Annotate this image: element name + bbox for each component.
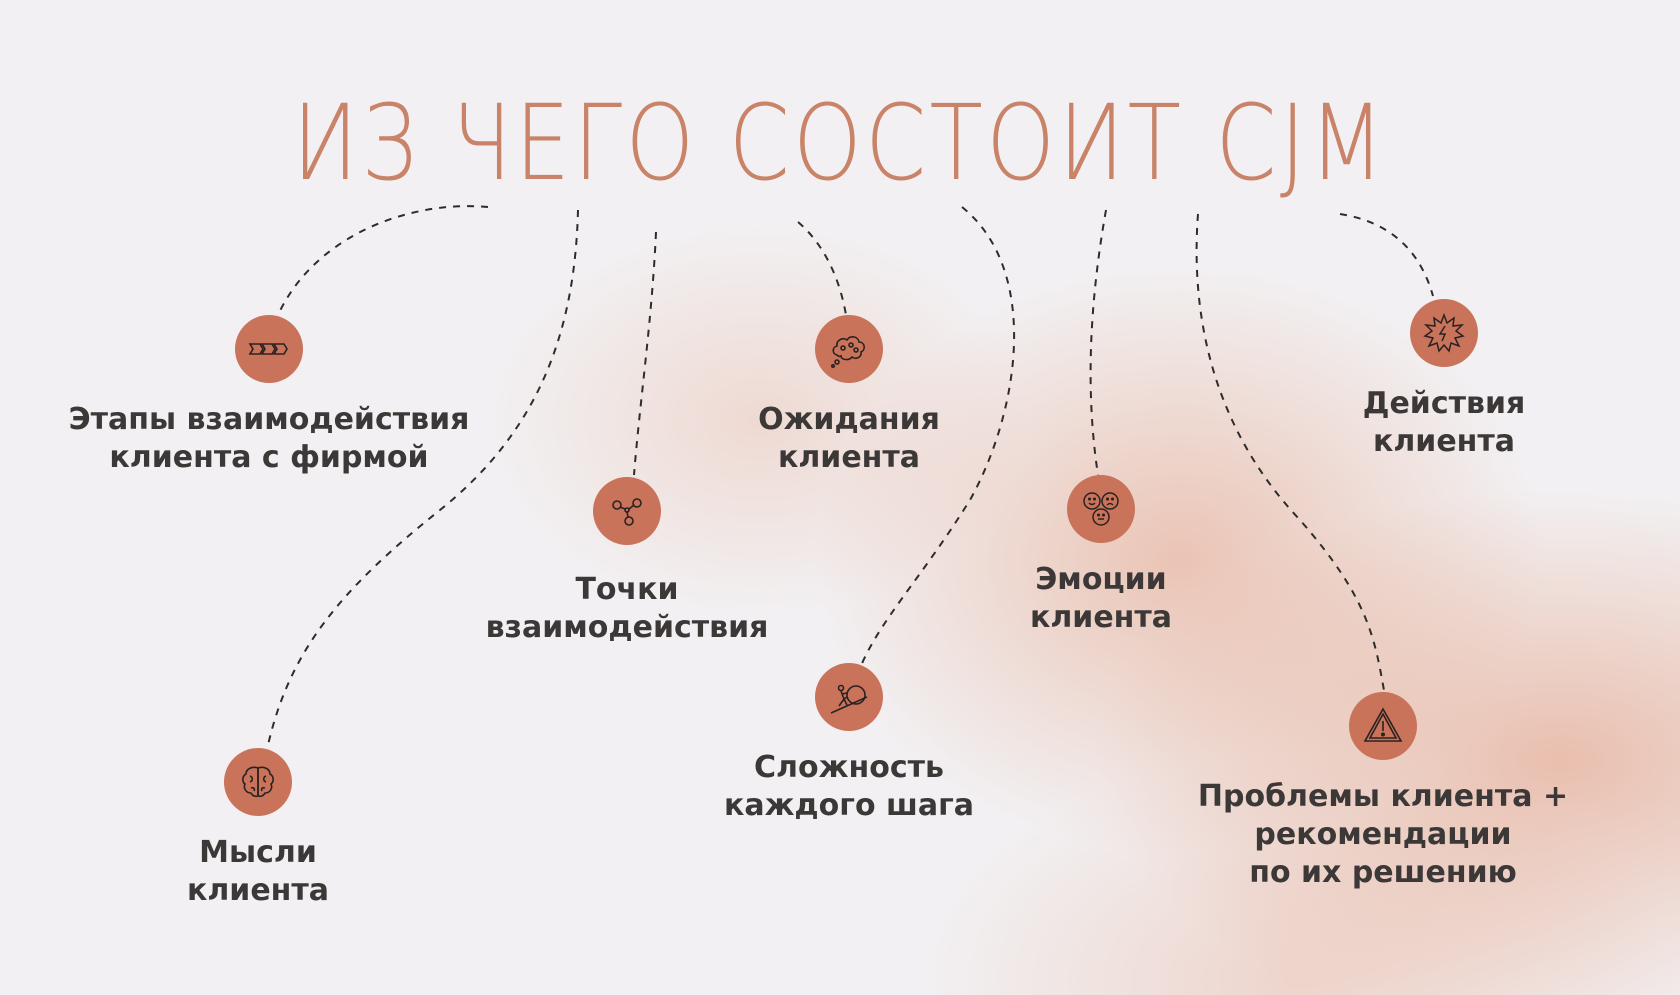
- emotions-faces-icon: [1083, 492, 1119, 526]
- connector-problems: [1195, 213, 1386, 697]
- item-expectations-label: Ожидания клиента: [758, 402, 940, 475]
- connector-emotions: [1089, 209, 1107, 476]
- item-thoughts: Мысли клиента: [28, 748, 488, 910]
- actions-circle: [1410, 299, 1478, 367]
- stages-arrows-icon: [248, 343, 288, 355]
- item-problems-label: Проблемы клиента + рекомендации по их ре…: [1197, 779, 1569, 890]
- brain-icon: [242, 766, 274, 798]
- connector-thoughts: [267, 209, 579, 746]
- item-problems: Проблемы клиента + рекомендации по их ре…: [1153, 692, 1613, 892]
- connector-expectations: [797, 221, 847, 316]
- page-title: ИЗ ЧЕГО СОСТОИТ CJM: [292, 82, 1388, 204]
- connector-actions: [1339, 213, 1434, 297]
- item-touchpoints: Точки взаимодействия: [397, 477, 857, 647]
- boulder-pushing-icon: [830, 684, 868, 714]
- item-emotions: Эмоции клиента: [871, 475, 1331, 637]
- complexity-circle: [815, 663, 883, 731]
- emotions-circle: [1067, 475, 1135, 543]
- thought-cloud-icon: [831, 336, 865, 368]
- item-touchpoints-label: Точки взаимодействия: [485, 572, 769, 645]
- problems-circle: [1349, 692, 1417, 760]
- action-burst-icon: [1423, 312, 1465, 353]
- item-expectations: Ожидания клиента: [619, 315, 1079, 477]
- item-actions-label: Действия клиента: [1362, 386, 1526, 459]
- item-thoughts-label: Мысли клиента: [186, 835, 330, 908]
- connector-complexity: [859, 206, 1016, 669]
- network-nodes-icon: [612, 498, 642, 526]
- connector-touchpoints: [633, 231, 657, 476]
- warning-triangle-icon: [1363, 707, 1403, 742]
- touchpoints-circle: [593, 477, 661, 545]
- thoughts-circle: [224, 748, 292, 816]
- connector-stages: [277, 205, 489, 316]
- expectations-circle: [815, 315, 883, 383]
- item-complexity-label: Сложность каждого шага: [723, 750, 975, 823]
- stages-circle: [235, 315, 303, 383]
- item-emotions-label: Эмоции клиента: [1029, 562, 1173, 635]
- item-stages-label: Этапы взаимодействия клиента с фирмой: [68, 402, 470, 475]
- item-stages: Этапы взаимодействия клиента с фирмой: [39, 315, 499, 477]
- item-complexity: Сложность каждого шага: [619, 663, 1079, 825]
- item-actions: Действия клиента: [1214, 299, 1674, 461]
